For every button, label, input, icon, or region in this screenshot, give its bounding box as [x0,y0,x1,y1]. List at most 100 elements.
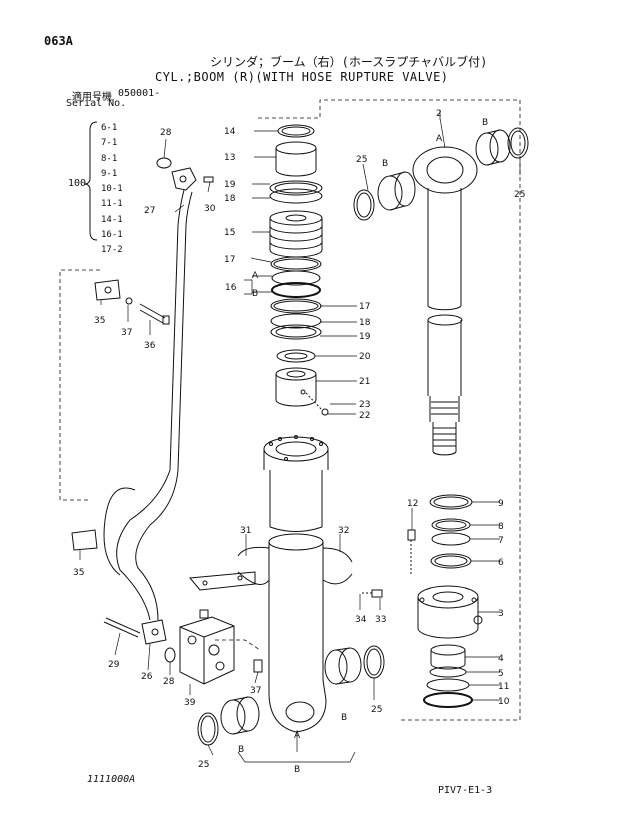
callout-number: 2 [436,109,442,119]
bushing-b-bottom-right [324,647,362,685]
callout-number: 28 [163,677,175,687]
washer-20 [276,349,316,363]
model-item-list: 6-1 7-1 8-1 9-1 10-1 11-1 14-1 16-1 17-2 [101,121,123,259]
ring-16-b [271,282,321,298]
callout-number: 25 [198,760,209,770]
callout-number: 18 [224,194,236,204]
flange-28-top [156,157,172,169]
callout-number: 26 [141,672,153,682]
callout-leader-lines [79,110,521,763]
callout-number: 19 [224,180,236,190]
ring-18-19-lower [270,313,322,340]
callout-number: B [238,745,244,755]
model-item: 8-1 [101,153,118,164]
model-item: 10-1 [101,184,123,195]
title-japanese: シリンダ；ブーム（右）(ホースラプチャバルブ付) [210,55,488,69]
callout-number: 34 [355,615,367,625]
fitting-37-lower [253,659,263,673]
callout-number: 22 [359,411,370,421]
callout-number: 14 [224,127,236,137]
assembly-guide-lines [59,99,521,721]
bushing-25-rod-left [377,171,416,211]
model-quantity-label: 100 [68,178,87,189]
rod-lower-section [427,314,463,456]
serial-label-english: Serial No. [66,98,127,109]
model-item: 17-2 [101,245,123,256]
model-item: 11-1 [101,199,123,210]
callout-number: 25 [371,705,382,715]
seal-8 [431,518,471,532]
cylinder-tube [268,533,327,733]
hose-clamp-31-32 [237,546,353,585]
model-list-brace [83,121,98,241]
seal-7 [431,532,471,546]
ring-10 [423,692,473,708]
clamp-35-lower [71,529,98,551]
callout-number: 5 [498,669,504,679]
callout-number: 12 [407,499,418,509]
ring-17-upper [270,256,322,272]
serial-label-japanese: 適用号機 [72,92,112,103]
callout-number: 30 [204,204,216,214]
bolt-12 [407,529,416,575]
callout-number: B [382,159,388,169]
pipe-flange-30 [171,167,214,191]
rod-eye-2 [412,146,478,311]
flange-26 [141,619,167,645]
callout-numbers: 14 13 19 18 15 17 A 16 B 17 18 19 20 21 … [73,109,525,775]
callout-number: 35 [94,316,105,326]
callout-number: 31 [240,526,251,536]
seal-19-18 [269,180,323,204]
set-screw-22-23 [305,392,329,416]
callout-number: 32 [338,526,349,536]
oring-28-lower [164,647,176,663]
footer-drawing-code: 1111000A [87,774,136,785]
bolt-33-34 [362,589,383,598]
callout-number: 39 [184,698,196,708]
model-item: 9-1 [101,168,118,179]
callout-number: B [482,118,488,128]
callout-number: 17 [359,302,370,312]
callout-number: 17 [224,255,235,265]
seal-6 [430,553,472,569]
serial-number-value: 050001- [118,88,161,99]
callout-number: 37 [121,328,132,338]
callout-number: A [294,731,301,741]
callout-number: 21 [359,377,370,387]
pipe-27 [169,189,193,471]
callout-number: A [436,134,443,144]
callout-number: 11 [498,682,509,692]
callout-number: 18 [359,318,371,328]
callout-number: 29 [108,660,120,670]
callout-number: 16 [225,283,237,293]
callout-number: 25 [514,190,525,200]
bushing-13 [275,141,317,177]
bushing-b-rod-right [475,129,511,166]
seal-25-rod-right [507,127,529,159]
valve-block-39 [179,609,235,685]
callout-number: 9 [498,499,504,509]
callout-number: 13 [224,153,235,163]
callout-number: 36 [144,341,156,351]
callout-number: B [341,713,347,723]
callout-number: B [252,289,258,299]
ring-17-lower [270,298,322,314]
callout-number: 7 [498,536,504,546]
callout-number: 33 [375,615,386,625]
piston-15 [269,210,323,258]
callout-number: 20 [359,352,371,362]
callout-number: 8 [498,522,504,532]
ring-16-a [271,270,321,286]
ring-11 [426,678,470,692]
model-item: 6-1 [101,123,118,133]
cylinder-head-flange [263,435,329,532]
callout-number: 27 [144,206,155,216]
seal-ring-14 [277,124,315,138]
callout-number: A [252,271,259,281]
bracket-plate [189,571,256,591]
seal-25-bottom-right [363,645,385,679]
callout-number: 28 [160,128,172,138]
callout-number: B [294,765,300,775]
callout-number: 35 [73,568,84,578]
